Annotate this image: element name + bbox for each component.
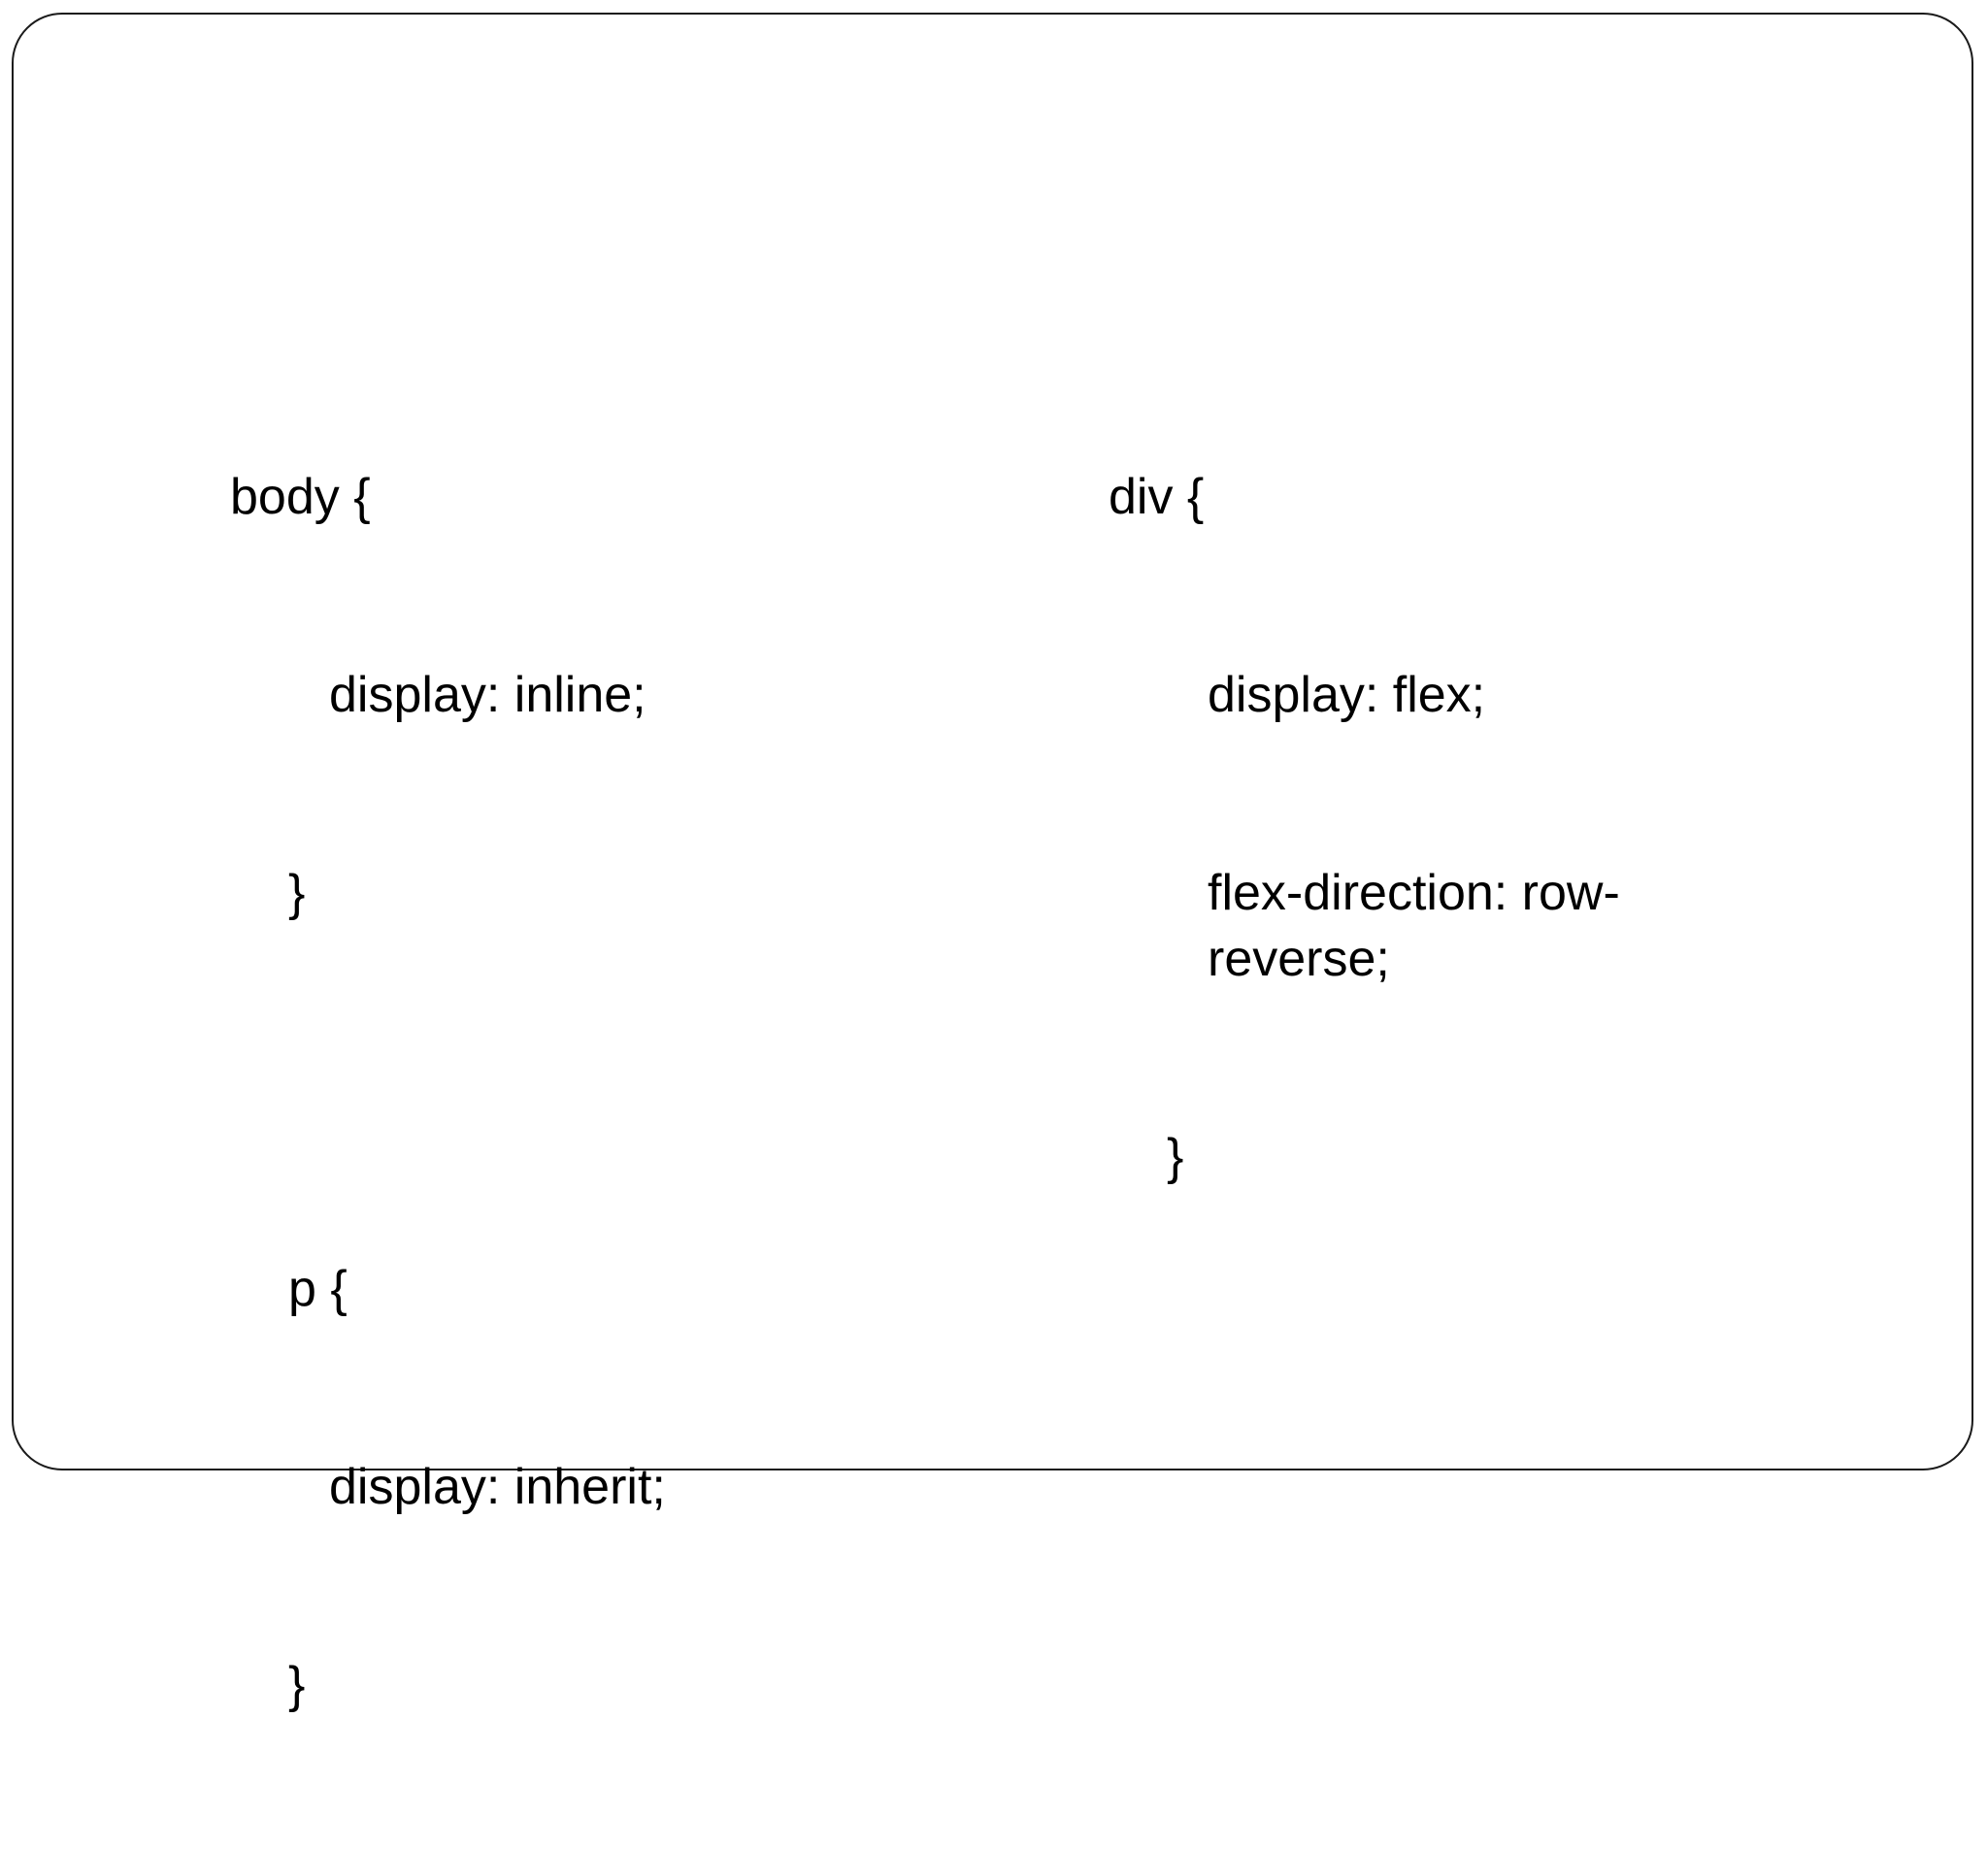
slide-frame: body { display: inline; } p { display: i…: [12, 13, 1973, 1713]
code-line: p {: [288, 1261, 348, 1317]
code-line: }: [288, 865, 306, 921]
code-line: div {: [1109, 469, 1205, 525]
code-line: display: inline;: [329, 667, 646, 723]
code-line-blank: [213, 1058, 814, 1124]
code-block-body: body { display: inline; } p { display: i…: [213, 332, 814, 1850]
code-line: }: [1167, 1129, 1184, 1185]
code-line: body {: [230, 469, 371, 525]
code-line: }: [288, 1657, 306, 1713]
code-line: display: flex;: [1208, 667, 1486, 723]
code-area: body { display: inline; } p { display: i…: [14, 15, 1971, 1713]
code-line: flex-direction: row-reverse;: [1208, 865, 1620, 987]
code-block-div: div { display: flex; flex-direction: row…: [1091, 332, 1795, 1322]
code-line: display: inherit;: [329, 1459, 666, 1515]
